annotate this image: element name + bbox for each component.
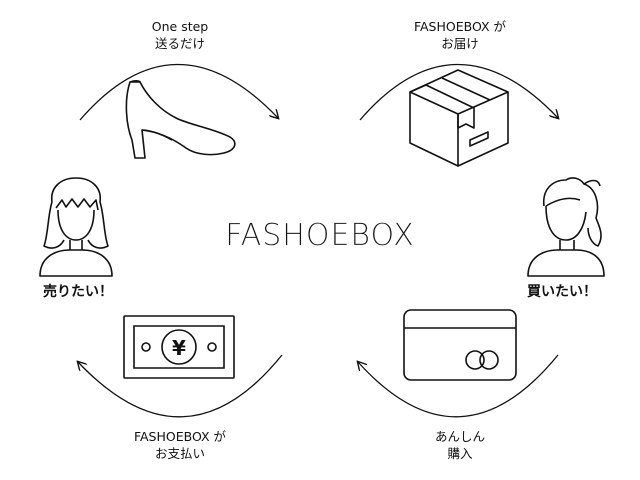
step-pay-line2: お支払い	[154, 446, 205, 461]
step-send-line2: 送るだけ	[154, 36, 205, 51]
seller-label: 売りたい！	[43, 284, 113, 300]
step-send-label: One step 送るだけ	[120, 18, 240, 52]
brand-title: FASHOEBOX	[225, 218, 415, 253]
woman-short-hair-icon	[39, 177, 113, 277]
step-buy-label: あんしん 購入	[400, 428, 520, 462]
arc-arrow-bottom-left	[78, 354, 283, 418]
step-buy-line1: あんしん	[434, 429, 485, 444]
buyer-label: 買いたい！	[527, 284, 597, 300]
yen-symbol: ¥	[172, 336, 186, 360]
step-send-line1: One step	[151, 19, 209, 34]
arc-arrow-bottom-right	[358, 354, 559, 418]
step-deliver-label: FASHOEBOX が お届け	[395, 18, 525, 52]
step-pay-line1: FASHOEBOX が	[133, 429, 227, 444]
woman-ponytail-icon	[527, 177, 605, 277]
high-heel-shoe-icon	[125, 80, 236, 159]
banknote-icon	[123, 315, 235, 379]
step-pay-label: FASHOEBOX が お支払い	[115, 428, 245, 462]
arc-arrow-top-right	[359, 63, 558, 121]
step-deliver-line1: FASHOEBOX が	[413, 19, 507, 34]
credit-card-icon	[403, 309, 517, 381]
step-buy-line2: 購入	[447, 446, 473, 461]
step-deliver-line2: お届け	[441, 36, 479, 51]
arc-arrow-top-left	[79, 63, 278, 121]
cardboard-box-icon	[409, 69, 509, 167]
